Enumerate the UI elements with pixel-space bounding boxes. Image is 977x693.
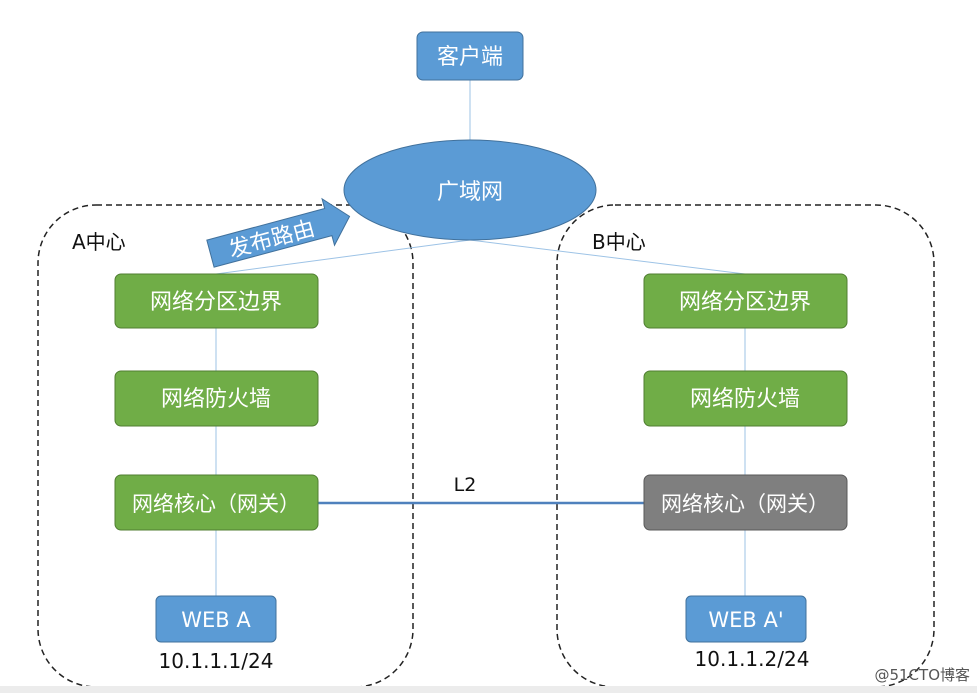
- watermark: @51CTO博客: [874, 666, 970, 684]
- b-web-server-label: WEB A': [708, 608, 783, 632]
- center-a-title: A中心: [72, 230, 126, 254]
- a-web-server-label: WEB A: [181, 608, 251, 632]
- wan-cloud-node: [343, 139, 597, 241]
- a-core-gateway-label: 网络核心（网关）: [132, 492, 300, 516]
- wan-label: 广域网: [437, 180, 503, 205]
- a-core-gateway-node: [114, 474, 319, 531]
- b-boundary-node: [643, 273, 848, 329]
- b-firewall-label: 网络防火墙: [690, 387, 800, 412]
- a-firewall-label: 网络防火墙: [161, 387, 271, 412]
- b-core-gateway-node: [643, 474, 848, 531]
- center-b-region: [556, 204, 935, 688]
- b-firewall-node: [643, 370, 848, 427]
- connectors: [215, 80, 746, 596]
- center-b-title: B中心: [592, 230, 646, 254]
- wan-boundary-a-connector: [215, 239, 471, 275]
- b-boundary-label: 网络分区边界: [679, 290, 811, 315]
- a-firewall-node: [114, 370, 319, 427]
- b-ip-address: 10.1.1.2/24: [695, 647, 810, 671]
- a-web-server-node: [155, 595, 277, 643]
- l2-link-label: L2: [454, 474, 477, 496]
- a-boundary-node: [114, 273, 319, 329]
- b-core-gateway-label: 网络核心（网关）: [661, 492, 829, 516]
- bottom-scroll-strip: [0, 686, 977, 693]
- wan-boundary-b-connector: [469, 239, 746, 275]
- client-label: 客户端: [437, 45, 503, 70]
- b-web-server-node: [685, 595, 807, 643]
- a-ip-address: 10.1.1.1/24: [159, 649, 274, 673]
- client-node: [416, 31, 524, 81]
- center-a-region: [37, 204, 414, 688]
- a-boundary-label: 网络分区边界: [150, 290, 282, 315]
